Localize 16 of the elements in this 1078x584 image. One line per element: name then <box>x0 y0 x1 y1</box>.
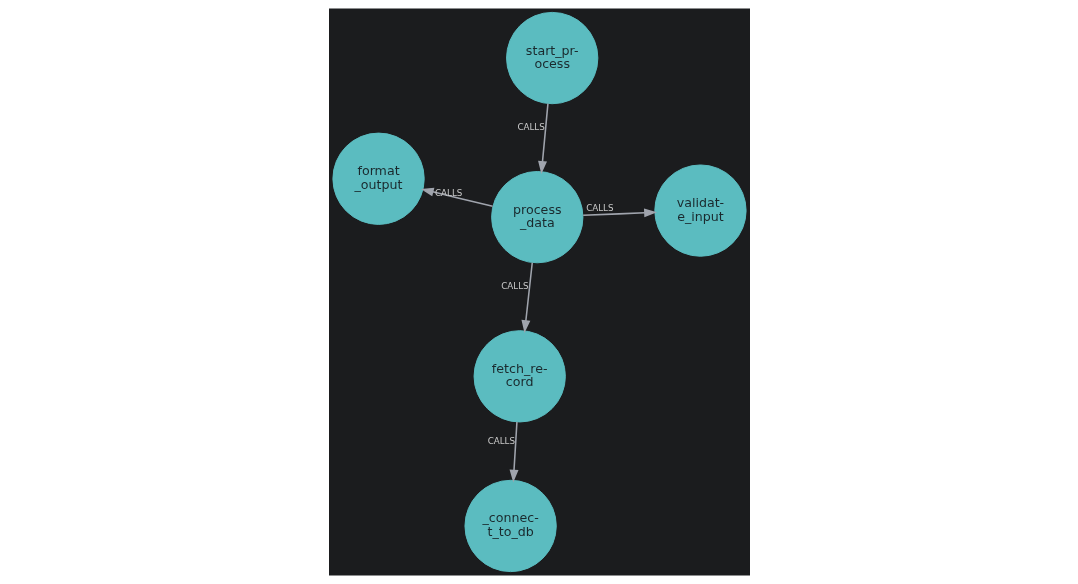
edge-label: CALLS <box>516 122 545 133</box>
arrow <box>537 102 549 174</box>
arrow <box>520 262 533 334</box>
edge-label: CALLS <box>434 188 462 199</box>
node-circle: start_pr- ocess <box>505 11 598 105</box>
arrow <box>420 187 493 208</box>
edge-label: CALLS <box>585 203 614 214</box>
node-circle: process _data <box>490 171 583 264</box>
node-circle: validat- e_input <box>653 164 747 257</box>
node-circle: fetch_re- cord <box>473 330 566 423</box>
edge-label: CALLS <box>487 435 515 446</box>
arrow <box>581 208 657 218</box>
edge-label: CALLS <box>500 281 529 292</box>
node-circle: _connec- t_to_db <box>463 479 557 573</box>
arrow <box>509 421 518 483</box>
node-circle: format _output <box>331 132 425 225</box>
